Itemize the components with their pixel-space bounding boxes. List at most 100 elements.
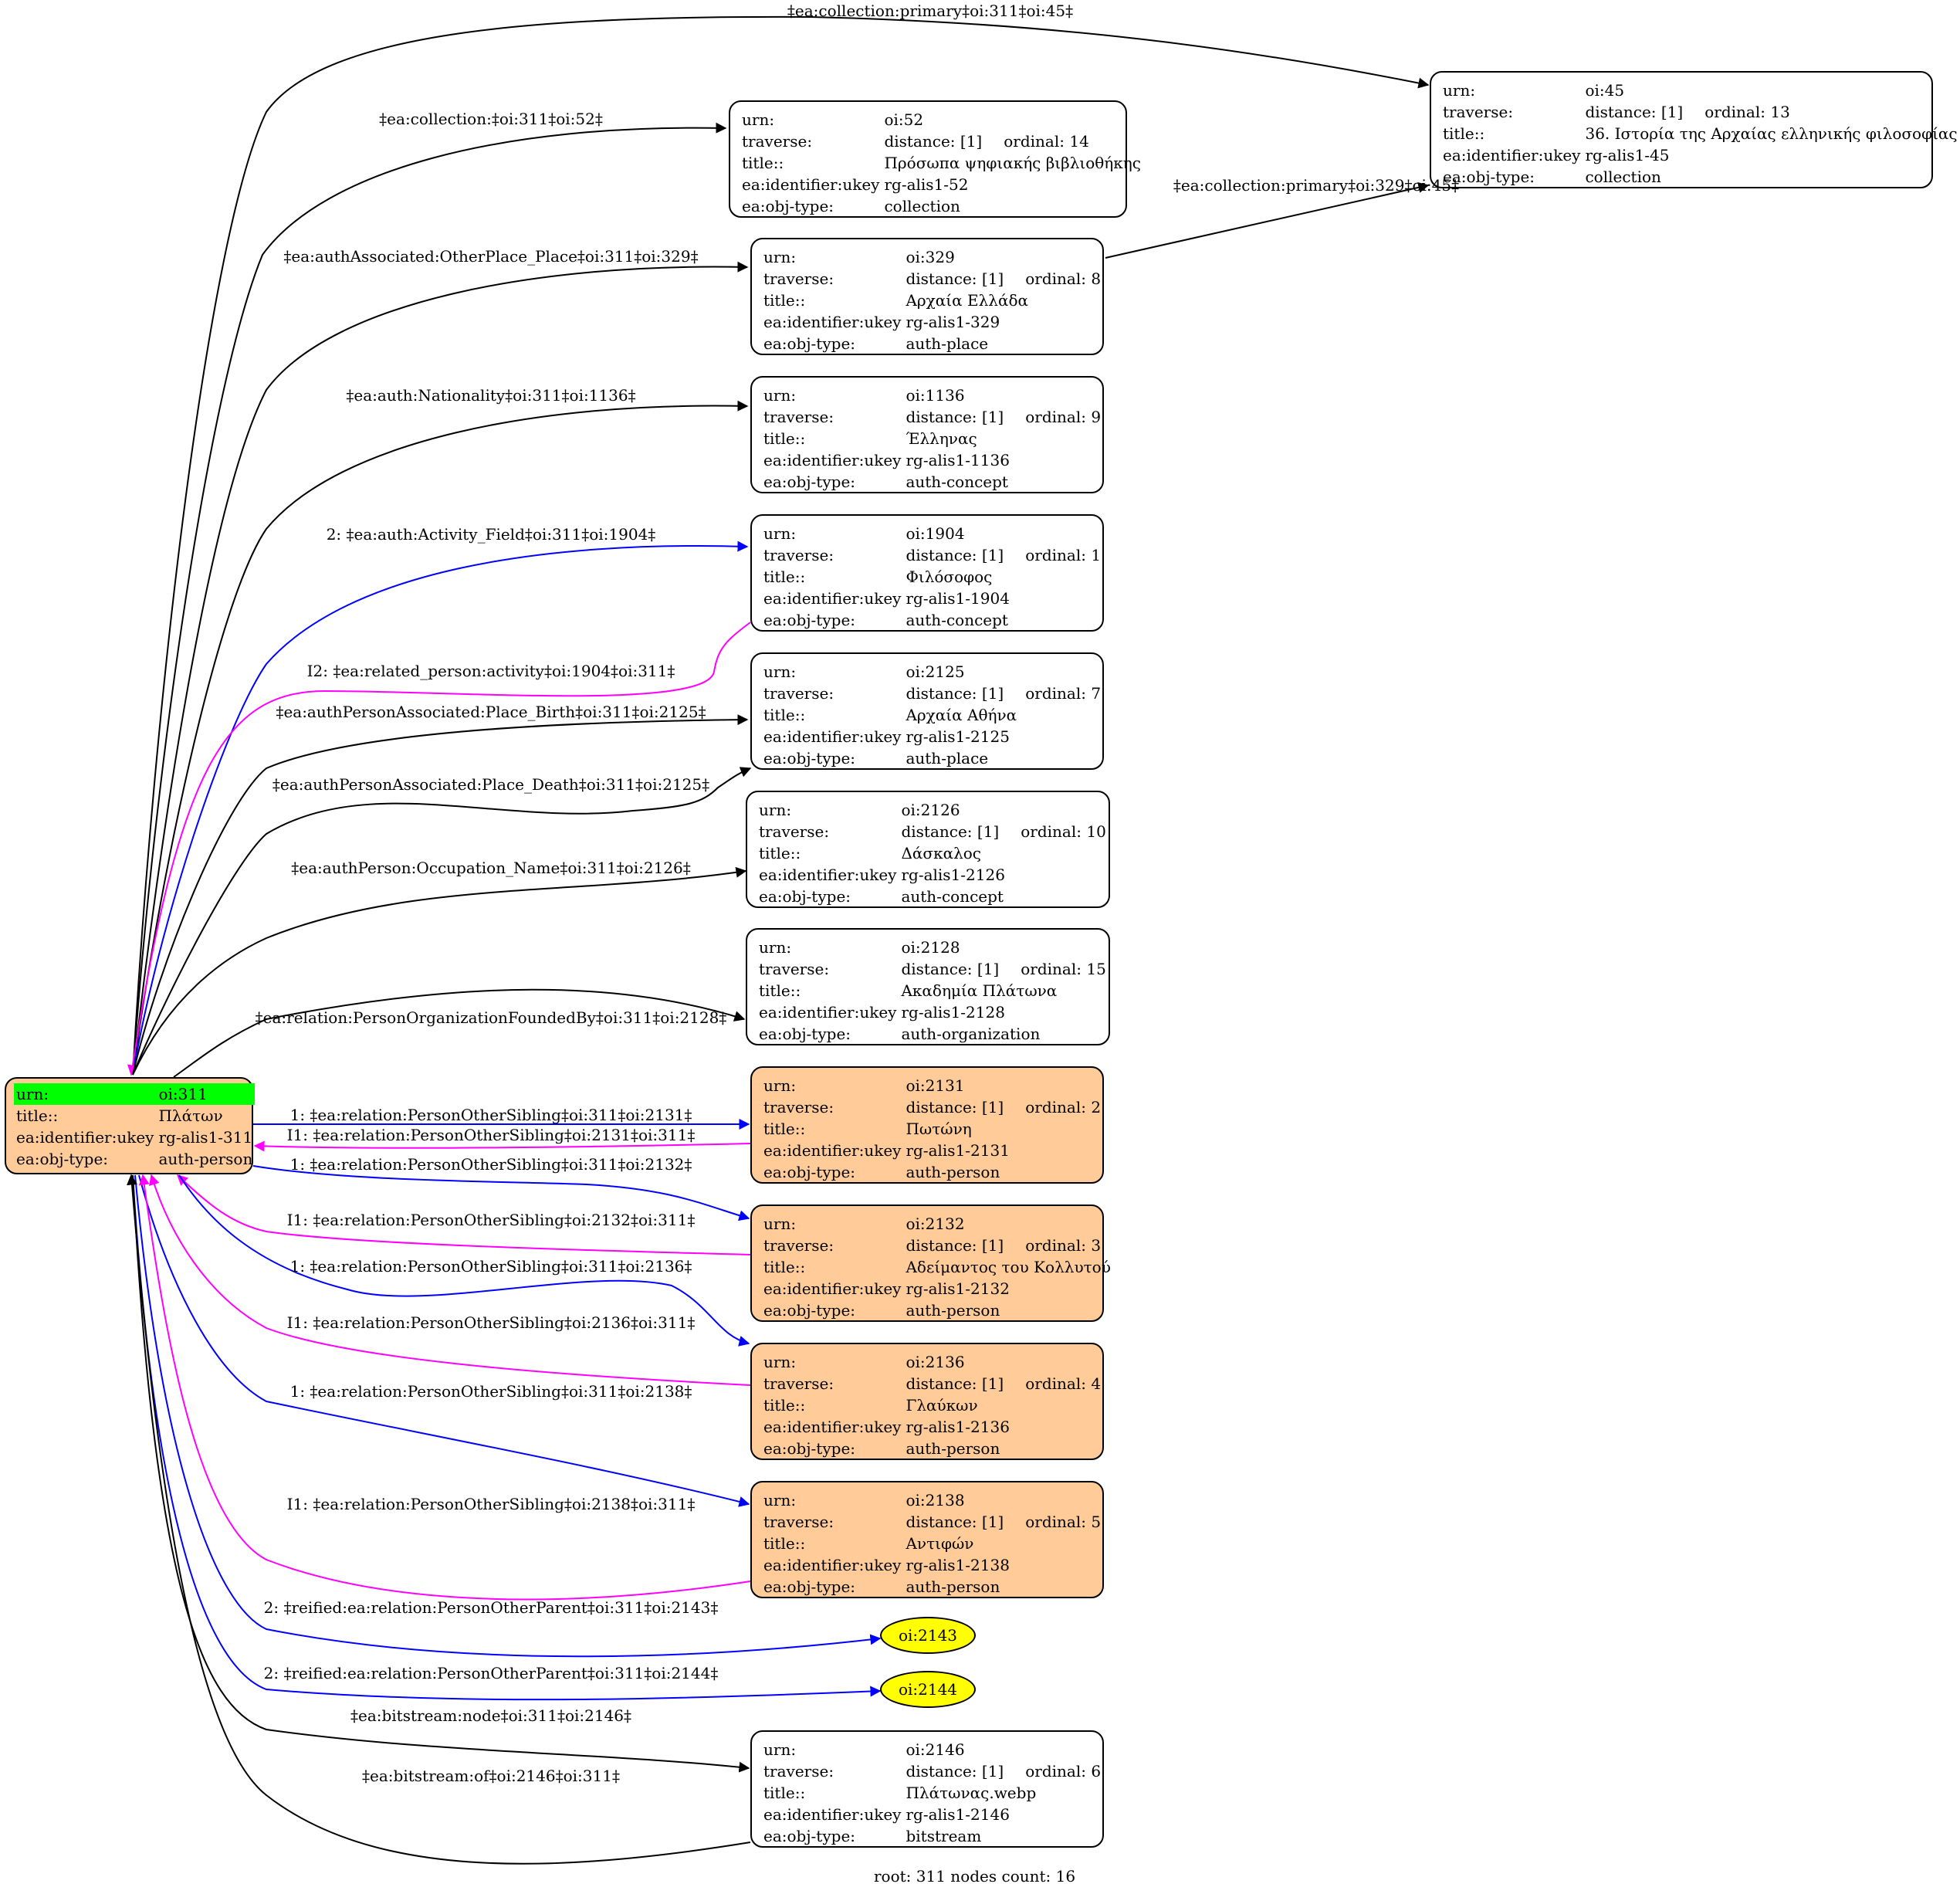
field-key: ea:identifier:ukey [763,451,902,469]
field-value: collection [1585,168,1661,186]
field-value: rg-alis1-329 [906,313,1000,331]
field-value: oi:2126 [901,801,960,819]
field-value: distance: [1] ordinal: 10 [899,821,1108,842]
field-value: oi:52 [884,110,924,129]
edge-1 [132,122,727,1076]
edge-13 [252,1165,750,1221]
field-value: auth-organization [901,1025,1041,1043]
root-urn-row: urn: oi:311 [14,1083,256,1105]
field-value: Γλαύκων [906,1396,978,1415]
node-ellipse-oi-2143[interactable]: oi:2143 [880,1617,976,1654]
edge-5 [132,540,749,1076]
field-value: auth-concept [901,887,1004,906]
field-value: auth-person [906,1439,1000,1458]
field-value: Πλάτων [158,1106,223,1125]
node-oi-1904[interactable]: urn: oi:1904 traverse: distance: [1]ordinal… [750,514,1104,632]
field-key: ea:identifier:ukey [763,1805,902,1824]
traverse-distance: distance: [1] [901,822,1000,841]
traverse-ordinal: ordinal: 8 [1025,269,1102,288]
traverse-ordinal: ordinal: 6 [1025,1762,1102,1780]
field-value: rg-alis1-2146 [906,1805,1010,1824]
field-value: distance: [1] ordinal: 4 [903,1373,1103,1394]
node-ellipse-oi-2144[interactable]: oi:2144 [880,1671,976,1708]
edge-label: ‡ea:authAssociated:OtherPlace_Place‡oi:3… [283,247,699,266]
root-node[interactable]: urn: oi:311 title::Πλάτων ea:identifier:… [5,1077,256,1174]
field-value: oi:45 [1585,81,1625,100]
field-value: 36. Ιστορία της Αρχαίας ελληνικής φιλοσο… [1585,124,1958,143]
traverse-distance: distance: [1] [906,1374,1004,1393]
traverse-distance: distance: [1] [906,408,1004,426]
field-value: Πωτώνη [906,1120,972,1138]
traverse-ordinal: ordinal: 4 [1025,1374,1102,1393]
field-value: Αδείμαντος του Κολλυτού [906,1258,1111,1276]
field-value: rg-alis1-52 [884,175,969,194]
edge-label: 2: ‡reified:ea:relation:PersonOtherParen… [263,1598,719,1617]
field-key: ea:identifier:ukey [742,175,880,194]
field-value: oi:2146 [906,1740,965,1759]
edge-0 [132,15,1430,1076]
field-value: Φιλόσοφος [906,568,993,586]
field-value: distance: [1] ordinal: 9 [903,406,1103,428]
field-key: urn: [14,1083,157,1105]
traverse-ordinal: ordinal: 5 [1025,1513,1102,1531]
field-key: title:: [759,844,801,862]
edge-label: I1: ‡ea:relation:PersonOtherSibling‡oi:2… [286,1211,696,1229]
field-key: urn: [763,524,797,543]
traverse-ordinal: ordinal: 10 [1021,822,1106,841]
traverse-distance: distance: [1] [906,269,1004,288]
field-key: ea:identifier:ukey [763,1418,902,1436]
field-key: title:: [763,1784,806,1802]
field-key: ea:obj-type: [763,1439,856,1458]
field-key: title:: [16,1106,59,1125]
field-key: title:: [763,1396,806,1415]
edge-label: I1: ‡ea:relation:PersonOtherSibling‡oi:2… [286,1313,696,1332]
field-value: distance: [1]ordinal: 7 [903,683,1103,704]
field-value: rg-alis1-311 [158,1128,253,1147]
traverse-ordinal: ordinal: 2 [1025,1098,1102,1116]
field-key: traverse: [763,1236,834,1255]
edge-12 [253,1140,751,1152]
traverse-ordinal: ordinal: 9 [1025,408,1102,426]
field-value: rg-alis1-2128 [901,1003,1005,1022]
field-key: ea:obj-type: [763,1827,856,1845]
field-key: title:: [763,1258,806,1276]
field-value: oi:2128 [901,938,960,957]
field-value: oi:1904 [906,524,965,543]
field-key: traverse: [763,1513,834,1531]
field-key: traverse: [763,546,834,564]
field-value: auth-person [906,1163,1000,1181]
edge-label: ‡ea:collection:primary‡oi:311‡oi:45‡ [787,2,1074,20]
field-value: auth-place [906,749,989,767]
field-key: urn: [763,386,797,405]
field-value: distance: [1]ordinal: 14 [882,130,1143,152]
edge-label: 1: ‡ea:relation:PersonOtherSibling‡oi:31… [289,1155,692,1174]
edge-20 [132,1174,882,1701]
traverse-distance: distance: [1] [1585,103,1684,121]
field-key: title:: [763,1534,806,1553]
field-key: ea:identifier:ukey [763,1279,902,1298]
field-value: Αντιφών [906,1534,974,1553]
edge-6 [127,622,751,1076]
field-key: title:: [1443,124,1485,143]
traverse-distance: distance: [1] [906,1513,1004,1531]
field-value: distance: [1]ordinal: 6 [903,1760,1103,1782]
edge-label: ‡ea:collection:primary‡oi:329‡oi:45‡ [1173,176,1460,195]
field-key: urn: [1443,81,1476,100]
field-key: ea:identifier:ukey [763,313,902,331]
field-key: traverse: [763,408,834,426]
field-value: distance: [1]ordinal: 1 [903,544,1103,566]
field-key: urn: [763,1491,797,1509]
field-key: urn: [742,110,775,129]
